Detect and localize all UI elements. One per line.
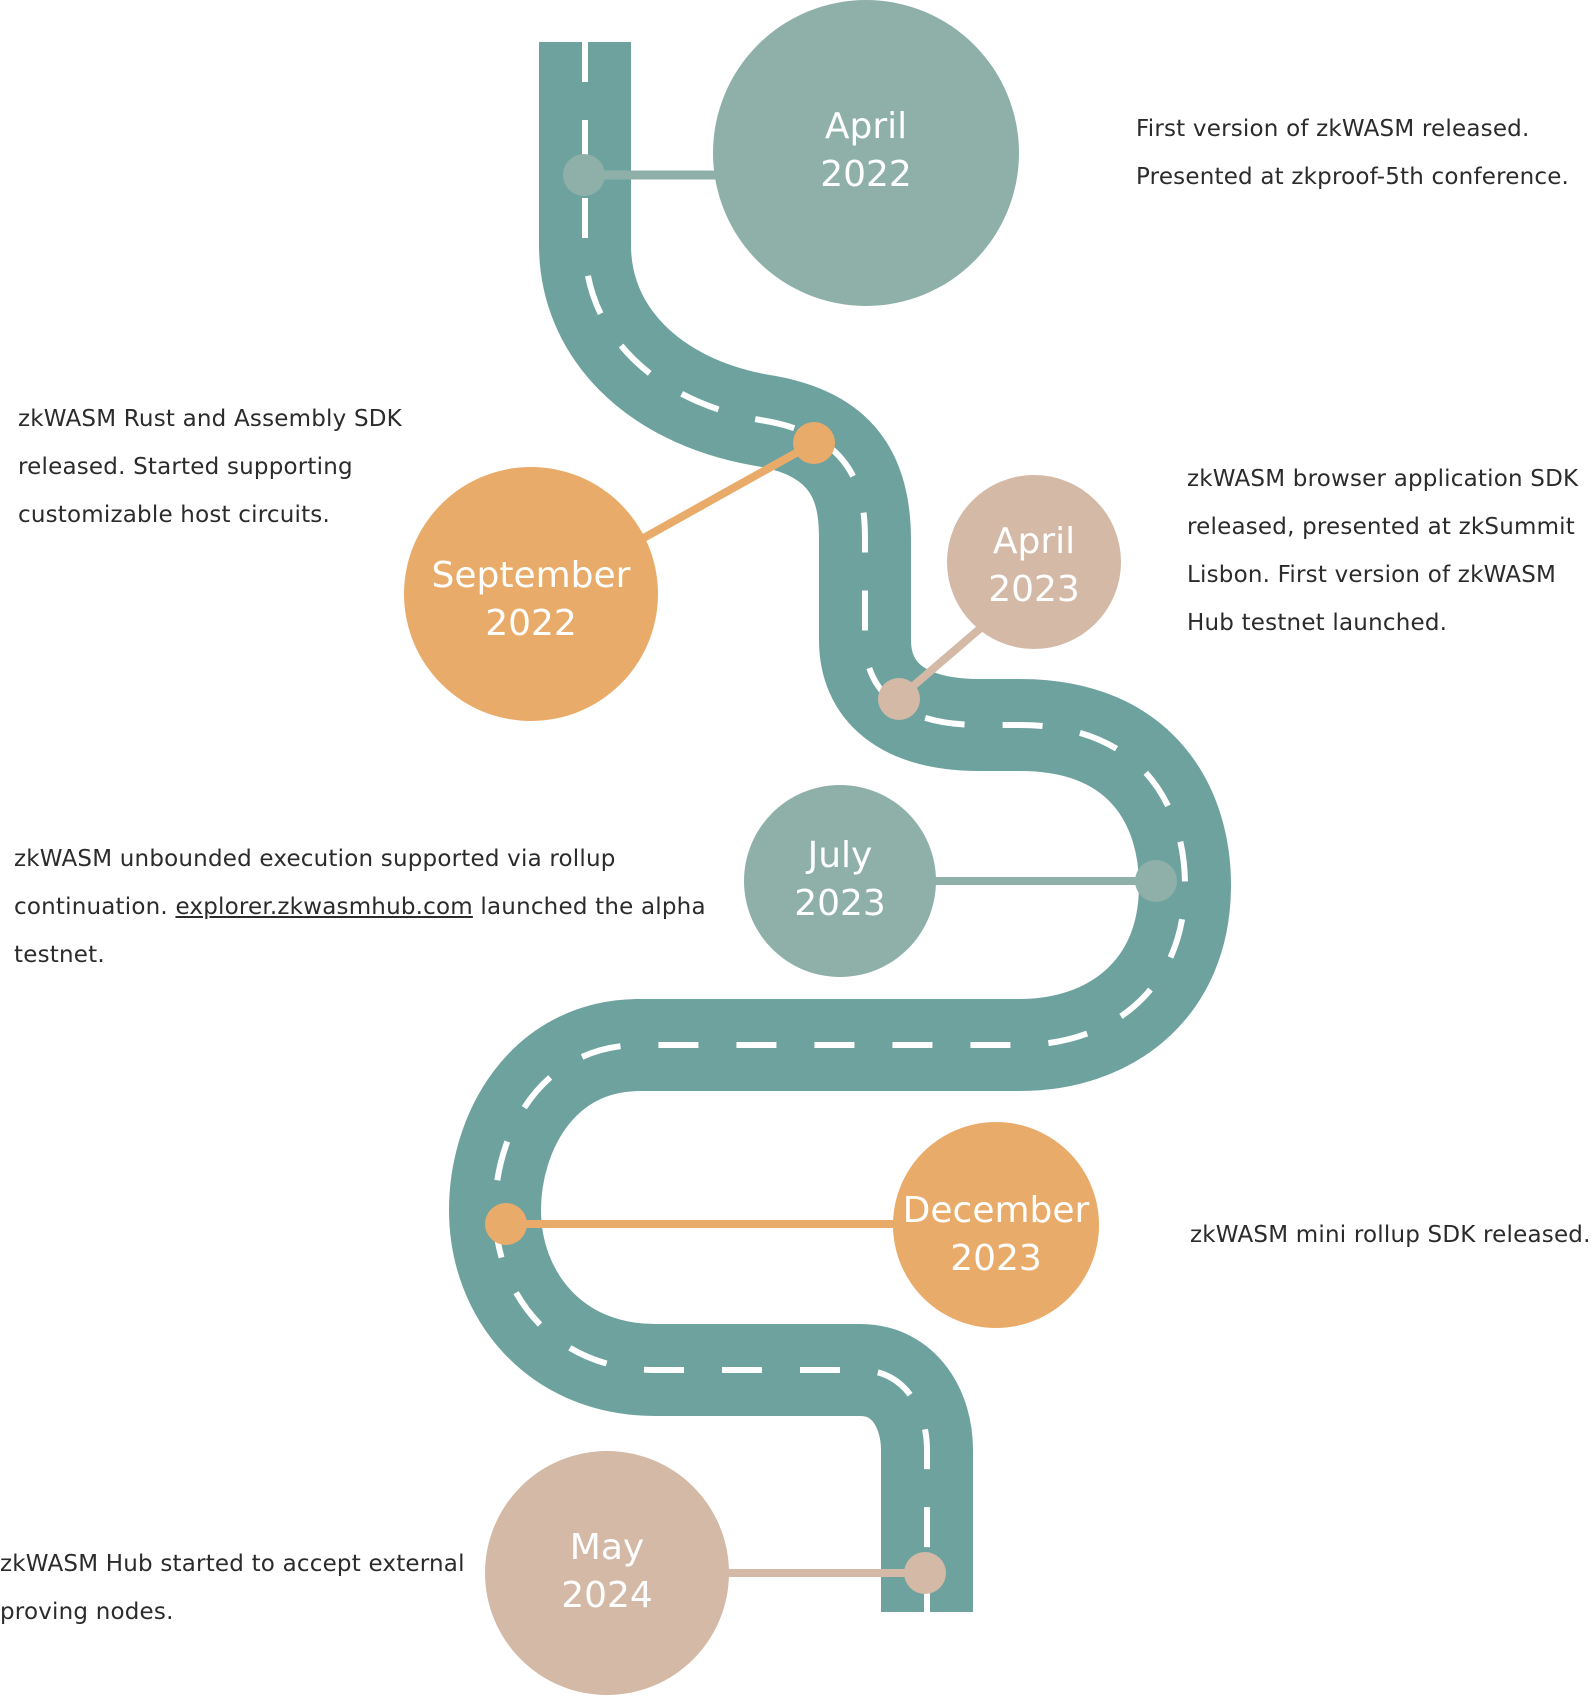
road-marker-dot <box>904 1552 946 1594</box>
milestone-year: 2023 <box>988 569 1080 610</box>
description-line: Hub testnet launched. <box>1187 610 1448 636</box>
milestone-circle <box>947 475 1121 649</box>
description-text: launched the alpha <box>472 894 706 920</box>
road-marker-dot <box>793 422 835 464</box>
road-marker-dot <box>485 1203 527 1245</box>
road-marker-dot <box>1135 860 1177 902</box>
milestone-year: 2023 <box>794 883 886 924</box>
milestone-description-july-2023: zkWASM unbounded execution supported via… <box>14 835 734 979</box>
description-text: continuation. <box>14 894 176 920</box>
milestone-year: 2022 <box>820 154 912 195</box>
explorer-link[interactable]: explorer.zkwasmhub.com <box>175 894 473 920</box>
road-marker-dot <box>563 154 605 196</box>
milestone-month: May <box>570 1527 644 1568</box>
milestone-description-april-2022: First version of zkWASM released. Presen… <box>1136 105 1591 201</box>
description-line: released. Started supporting <box>18 454 353 480</box>
milestone-may-2024: May 2024 <box>485 1451 946 1695</box>
milestone-circle <box>485 1451 729 1695</box>
description-line: Lisbon. First version of zkWASM <box>1187 562 1557 588</box>
milestone-september-2022: September 2022 <box>404 422 835 721</box>
description-line: First version of zkWASM released. <box>1136 116 1530 142</box>
milestone-circle <box>404 467 658 721</box>
milestone-month: September <box>432 555 631 596</box>
milestone-year: 2024 <box>561 1575 653 1616</box>
milestone-year: 2022 <box>485 603 577 644</box>
description-line: proving nodes. <box>0 1599 174 1625</box>
road-marker-dot <box>878 678 920 720</box>
description-line: testnet. <box>14 942 105 968</box>
milestone-month: July <box>806 835 873 876</box>
milestone-month: April <box>993 521 1075 562</box>
milestone-year: 2023 <box>950 1238 1042 1279</box>
description-line: released, presented at zkSummit <box>1187 514 1575 540</box>
milestone-description-may-2024: zkWASM Hub started to accept external pr… <box>0 1540 480 1636</box>
milestone-april-2022: April 2022 <box>563 0 1019 306</box>
description-line: zkWASM browser application SDK <box>1187 466 1579 492</box>
description-line: customizable host circuits. <box>18 502 330 528</box>
description-line: continuation. explorer.zkwasmhub.com lau… <box>14 883 734 931</box>
description-line: zkWASM mini rollup SDK released. <box>1190 1222 1591 1248</box>
description-line: zkWASM Hub started to accept external <box>0 1551 465 1577</box>
milestone-december-2023: December 2023 <box>485 1122 1099 1328</box>
connector-line <box>638 439 816 544</box>
description-line: zkWASM Rust and Assembly SDK <box>18 406 402 432</box>
milestone-month: December <box>903 1190 1090 1231</box>
milestone-month: April <box>825 106 907 147</box>
milestone-description-september-2022: zkWASM Rust and Assembly SDK released. S… <box>18 395 438 539</box>
description-line: zkWASM unbounded execution supported via… <box>14 846 616 872</box>
milestone-july-2023: July 2023 <box>744 785 1177 977</box>
description-line: Presented at zkproof-5th conference. <box>1136 164 1570 190</box>
milestone-description-december-2023: zkWASM mini rollup SDK released. <box>1190 1211 1591 1259</box>
milestone-circle <box>713 0 1019 306</box>
milestone-circle <box>744 785 936 977</box>
milestone-description-april-2023: zkWASM browser application SDK released,… <box>1187 455 1591 647</box>
milestone-april-2023: April 2023 <box>878 475 1121 720</box>
milestone-circle <box>893 1122 1099 1328</box>
